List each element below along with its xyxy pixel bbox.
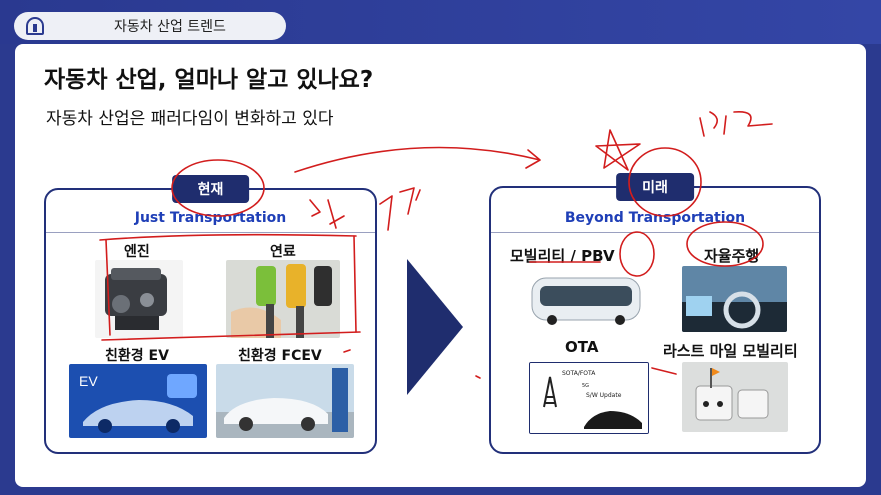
- delivery-robot-image: [682, 362, 788, 432]
- ota-label: OTA: [565, 338, 599, 356]
- engine-image: [95, 260, 183, 338]
- pbv-image: [526, 268, 646, 330]
- divider: [491, 232, 819, 233]
- slide-title: 자동차 산업, 얼마나 알고 있나요?: [44, 67, 374, 93]
- header-pill: 자동차 산업 트렌드: [14, 12, 286, 40]
- future-tag: 미래: [616, 173, 694, 201]
- transition-arrow-icon: [407, 259, 463, 395]
- ota-image: SOTA/FOTA 5G S/W Update: [529, 362, 649, 434]
- ev-image: EV: [69, 364, 207, 438]
- engine-label: 엔진: [124, 244, 150, 260]
- autonomous-label: 자율주행: [704, 247, 760, 265]
- university-logo-icon: [26, 17, 44, 35]
- top-bar: 자동차 산업 트렌드: [0, 0, 881, 44]
- autonomous-driving-image: [682, 266, 787, 332]
- ota-update: S/W Update: [586, 392, 622, 399]
- fuel-label: 연료: [270, 244, 296, 260]
- divider: [46, 232, 375, 233]
- mobility-pbv-label: 모빌리티 / PBV: [510, 247, 615, 265]
- ev-label: 친환경 EV: [105, 348, 169, 364]
- slide-subtitle: 자동차 산업은 패러다임이 변화하고 있다: [46, 109, 334, 129]
- header-title: 자동차 산업 트렌드: [114, 19, 226, 35]
- last-mile-label: 라스트 마일 모빌리티: [663, 342, 798, 360]
- present-subtitle: Just Transportation: [134, 210, 287, 226]
- ota-5g: 5G: [582, 383, 589, 389]
- ota-title: SOTA/FOTA: [562, 370, 596, 377]
- fcev-label: 친환경 FCEV: [238, 348, 322, 364]
- ev-badge: EV: [79, 373, 98, 389]
- present-tag: 현재: [171, 175, 250, 203]
- fcev-image: [216, 364, 354, 438]
- fuel-pump-image: [226, 260, 340, 338]
- future-subtitle: Beyond Transportation: [564, 210, 746, 226]
